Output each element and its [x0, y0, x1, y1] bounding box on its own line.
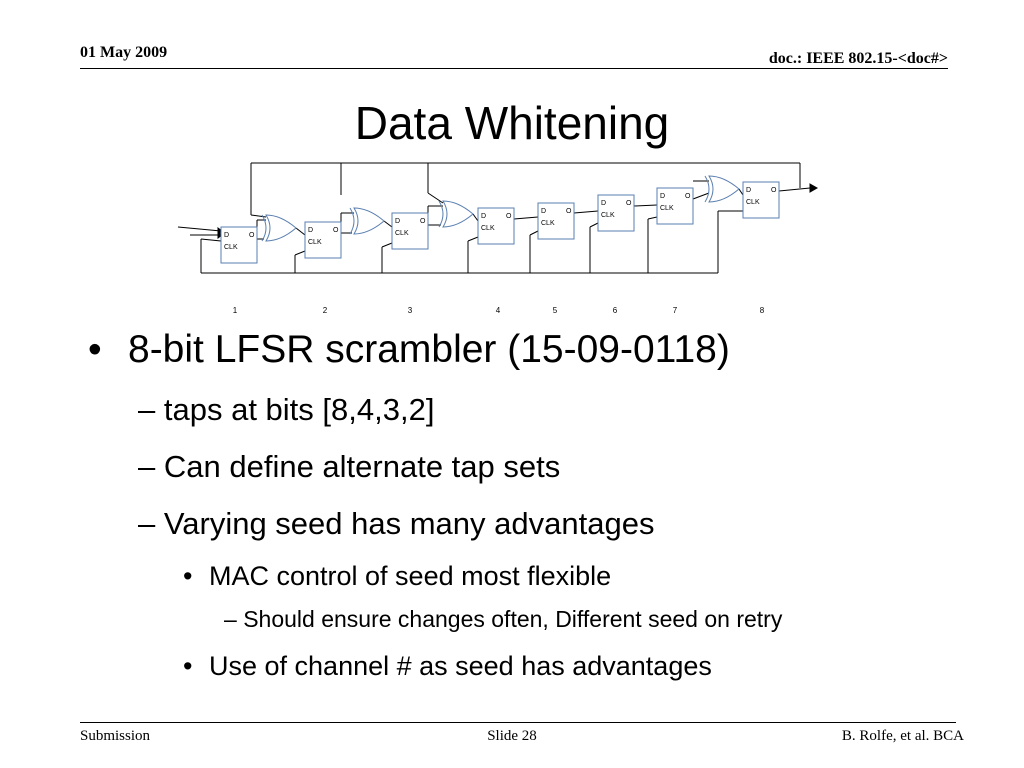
register-o-label: O — [333, 227, 339, 234]
subsub-bullet-text: Use of channel # as seed has advantages — [209, 651, 712, 681]
detail-bullet-retry: – Should ensure changes often, Different… — [224, 606, 782, 633]
wire — [513, 216, 539, 220]
wire — [427, 192, 444, 204]
stage-number-5: 5 — [553, 306, 558, 315]
xor-gate-input-arc — [438, 200, 444, 228]
subsub-bullet-channel-seed: • Use of channel # as seed has advantages — [183, 651, 712, 682]
register-d-label: D — [601, 200, 606, 207]
wire — [589, 222, 599, 228]
detail-bullet-marker: – — [224, 606, 237, 632]
stage-number-3: 3 — [408, 306, 413, 315]
register-clk-label: CLK — [308, 239, 322, 246]
stage-number-4: 4 — [496, 306, 501, 315]
xor-gate-input-arc — [261, 214, 267, 242]
xor-gate — [442, 200, 474, 228]
register-d-label: D — [308, 227, 313, 234]
sub-bullet-marker: – — [138, 392, 156, 427]
register-d-label: D — [660, 193, 665, 200]
lfsr-diagram: D O CLK D O CLK D O CLK D O CLK D O CLK D O CLK D O CLK D O CLK… — [177, 162, 819, 315]
register-clk-label: CLK — [660, 205, 674, 212]
stage-number-7: 7 — [673, 306, 678, 315]
stage-number-8: 8 — [760, 306, 765, 315]
sub-bullet-marker: – — [138, 506, 156, 541]
sub-bullet-text: taps at bits [8,4,3,2] — [163, 392, 435, 427]
register-clk-label: CLK — [541, 220, 555, 227]
wire — [573, 210, 599, 214]
wire — [381, 242, 393, 248]
wire — [177, 226, 222, 232]
stage-number-1: 1 — [233, 306, 238, 315]
xor-gate-input-arc — [704, 175, 710, 203]
stage-number-6: 6 — [613, 306, 618, 315]
wire — [633, 204, 658, 207]
register-box — [597, 194, 635, 232]
wire — [294, 250, 306, 256]
bullet-main: • 8-bit LFSR scrambler (15-09-0118) — [88, 328, 730, 372]
sub-bullet-taps: – taps at bits [8,4,3,2] — [138, 392, 434, 428]
wire — [692, 192, 710, 200]
register-d-label: D — [395, 218, 400, 225]
register-clk-label: CLK — [746, 199, 760, 206]
register-box — [391, 212, 429, 250]
wire — [383, 220, 393, 228]
footer-divider — [80, 722, 956, 723]
xor-gate — [708, 175, 740, 203]
register-d-label: D — [481, 213, 486, 220]
wire — [200, 238, 222, 242]
subsub-bullet-text: MAC control of seed most flexible — [209, 561, 612, 591]
register-d-label: D — [224, 232, 229, 239]
register-o-label: O — [771, 187, 777, 194]
footer-slide-number: Slide 28 — [487, 728, 537, 744]
register-o-label: O — [566, 208, 572, 215]
sub-bullet-marker: – — [138, 449, 156, 484]
slide-title: Data Whitening — [354, 97, 670, 149]
sub-bullet-text: Varying seed has many advantages — [163, 506, 655, 541]
register-o-label: O — [626, 200, 632, 207]
header-divider — [80, 68, 948, 69]
input-arrow — [217, 231, 223, 239]
xor-gate — [265, 214, 297, 242]
wire — [529, 230, 539, 236]
subsub-bullet-mac-control: • MAC control of seed most flexible — [183, 561, 611, 592]
register-o-label: O — [420, 218, 426, 225]
wire — [738, 188, 744, 196]
register-d-label: D — [746, 187, 751, 194]
sub-bullet-varying-seed: – Varying seed has many advantages — [138, 506, 654, 542]
register-box — [537, 202, 575, 240]
register-o-label: O — [506, 213, 512, 220]
register-d-label: D — [541, 208, 546, 215]
detail-bullet-text: Should ensure changes often, Different s… — [243, 606, 783, 632]
xor-gate — [353, 207, 385, 235]
register-box — [304, 221, 342, 259]
register-o-label: O — [685, 193, 691, 200]
bullet-main-text: 8-bit LFSR scrambler (15-09-0118) — [128, 328, 730, 371]
subsub-bullet-marker: • — [183, 651, 193, 681]
wire — [472, 213, 479, 222]
footer-authors: B. Rolfe, et al. BCA — [841, 728, 964, 744]
wire — [647, 216, 658, 220]
wire — [295, 227, 306, 236]
footer-submission: Submission — [80, 728, 151, 744]
wire — [250, 214, 267, 218]
wire — [467, 236, 479, 242]
subsub-bullet-marker: • — [183, 561, 193, 591]
header-date: 01 May 2009 — [80, 44, 168, 61]
register-box — [477, 207, 515, 245]
register-box — [220, 226, 258, 264]
xor-gate-input-arc — [349, 207, 355, 235]
register-box — [656, 187, 694, 225]
bullet-marker: • — [88, 328, 102, 371]
register-box — [742, 181, 780, 219]
sub-bullet-alternate-taps: – Can define alternate tap sets — [138, 449, 560, 485]
wire — [778, 187, 811, 192]
sub-bullet-text: Can define alternate tap sets — [163, 449, 561, 484]
header-doc-id: doc.: IEEE 802.15-<doc#> — [768, 50, 948, 67]
output-arrow — [809, 183, 819, 193]
register-o-label: O — [249, 232, 255, 239]
register-clk-label: CLK — [601, 212, 615, 219]
stage-number-2: 2 — [323, 306, 328, 315]
register-clk-label: CLK — [224, 244, 238, 251]
register-clk-label: CLK — [481, 225, 495, 232]
register-clk-label: CLK — [395, 230, 409, 237]
